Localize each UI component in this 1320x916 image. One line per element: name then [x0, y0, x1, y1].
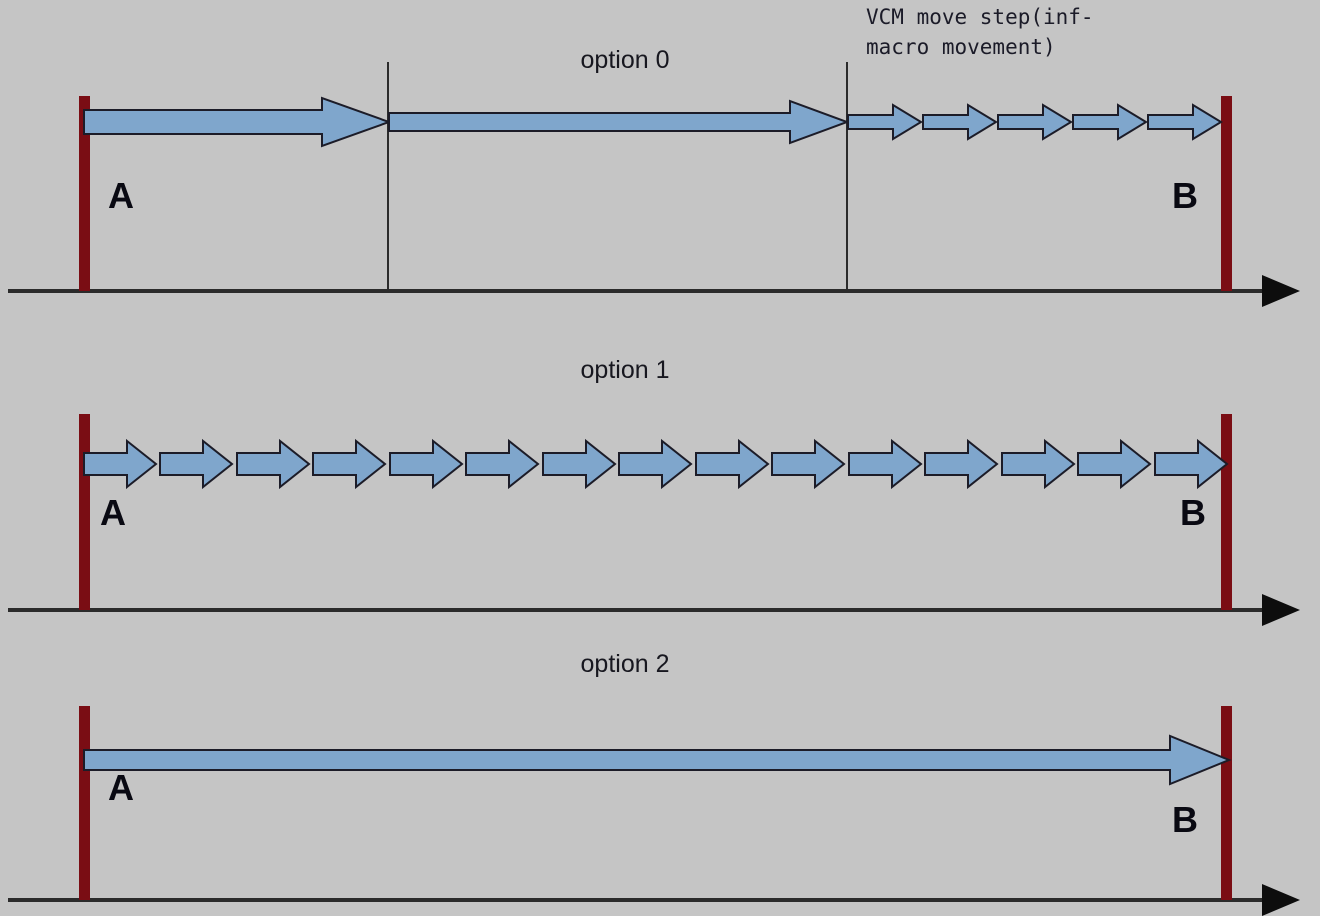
option-0-arrow-step-4 [1072, 103, 1148, 141]
option-1-arrow-step-2 [159, 438, 234, 490]
option-1-arrow-step-3 [236, 438, 311, 490]
option-0-start-bar-A [79, 96, 90, 291]
option-1-arrow-step-4 [312, 438, 387, 490]
option-1-arrow-step-14 [1077, 438, 1152, 490]
option-1-arrow-step-13 [1001, 438, 1076, 490]
option-0-arrow-long-1 [83, 96, 392, 148]
vcm-annotation-line-1: VCM move step(inf- [866, 5, 1094, 29]
option-0-end-bar-B [1221, 96, 1232, 291]
option-1-label-B: B [1180, 492, 1206, 533]
vcm-annotation-line-2: macro movement) [866, 35, 1056, 59]
option-2-axis-arrowhead [1262, 884, 1300, 916]
option-2-label-B: B [1172, 799, 1198, 840]
option-0-arrow-step-2 [922, 103, 998, 141]
option-0-label-A: A [108, 175, 134, 216]
option-0-arrow-step-1 [847, 103, 923, 141]
section-option-1: option 1 A B [8, 356, 1300, 626]
option-1-label-A: A [100, 492, 126, 533]
option-0-label-B: B [1172, 175, 1198, 216]
option-1-title: option 1 [581, 356, 670, 384]
section-option-2: option 2 A B [8, 650, 1300, 916]
option-1-axis-arrowhead [1262, 594, 1300, 626]
option-1-arrow-step-6 [465, 438, 540, 490]
option-1-end-bar-B [1221, 414, 1232, 610]
option-1-arrow-step-10 [771, 438, 846, 490]
option-2-title: option 2 [581, 650, 670, 678]
option-1-arrow-step-12 [924, 438, 999, 490]
option-1-arrow-step-9 [695, 438, 770, 490]
option-0-arrow-long-2 [388, 99, 850, 145]
option-2-end-bar-B [1221, 706, 1232, 900]
option-1-start-bar-A [79, 414, 90, 610]
option-0-arrow-step-3 [997, 103, 1073, 141]
option-1-arrow-step-11 [848, 438, 923, 490]
option-2-start-bar-A [79, 706, 90, 900]
option-2-label-A: A [108, 767, 134, 808]
option-1-arrow-step-5 [389, 438, 464, 490]
option-1-arrow-step-8 [618, 438, 693, 490]
option-1-arrow-step-15 [1154, 438, 1229, 490]
option-0-title: option 0 [581, 46, 670, 74]
option-0-arrow-step-5 [1147, 103, 1223, 141]
option-0-axis-arrowhead [1262, 275, 1300, 307]
option-2-arrow-single [83, 734, 1232, 786]
option-1-arrow-step-7 [542, 438, 617, 490]
option-1-arrow-step-1 [83, 438, 158, 490]
section-option-0: VCM move step(inf- macro movement) optio… [8, 5, 1300, 307]
